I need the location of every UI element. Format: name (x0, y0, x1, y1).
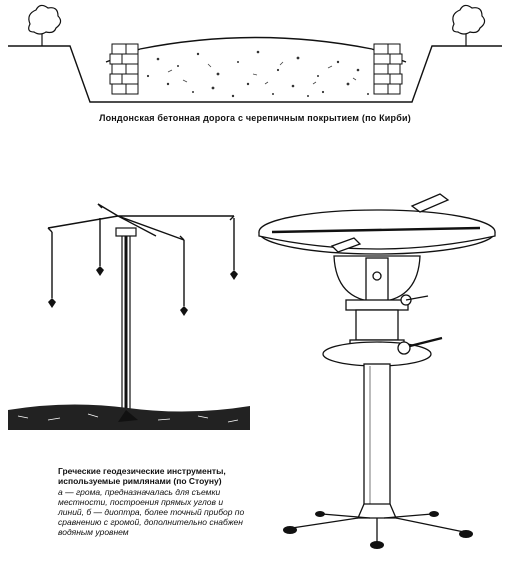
road-caption: Лондонская бетонная дорога с черепичным … (99, 113, 411, 123)
instruments-caption-title: Греческие геодезические инструменты, исп… (58, 466, 226, 486)
groma-illustration (8, 203, 250, 430)
road-cross-section-illustration (8, 4, 502, 103)
dioptra-illustration (258, 193, 496, 549)
instruments-caption: Греческие геодезические инструменты, исп… (58, 466, 248, 537)
instruments-caption-body: а — грома, предназначалась для съемки ме… (58, 487, 245, 537)
